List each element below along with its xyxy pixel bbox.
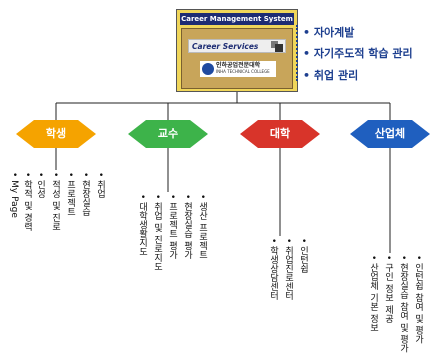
services-label: Career Services	[192, 42, 259, 51]
category-label: 산업체	[374, 127, 406, 140]
diamond-shape	[350, 120, 430, 148]
student-item: • 취업	[95, 172, 105, 199]
services-logo-icon	[271, 41, 283, 52]
college-logo-box: 인하공업전문대학 INHA TECHNICAL COLLEGE	[200, 61, 276, 77]
professor-item: • 생산 프로젝트	[197, 194, 207, 260]
college-name-en: INHA TECHNICAL COLLEGE	[216, 69, 270, 74]
category-label: 대학	[269, 127, 291, 140]
student-item: • 프로젝트	[65, 172, 75, 217]
diamond-shape	[16, 120, 96, 148]
career-system-box: Career Management System Career Services…	[176, 9, 298, 92]
college-item: • 학생상담센터	[268, 238, 278, 301]
industry-item: • 인턴쉽 참여 및 평가	[413, 255, 423, 344]
student-item: • 현장실습	[80, 172, 90, 217]
services-bar: Career Services	[188, 39, 286, 53]
professor-item: • 현장실습 평가	[182, 194, 192, 260]
industry-item: • 산업체 기본 정보	[368, 255, 378, 332]
goal-item: 자아계발	[303, 24, 354, 40]
industry-item: • 구인 정보 제공	[383, 255, 393, 323]
goal-item: 취업 관리	[303, 67, 358, 83]
category-college: 대학	[240, 120, 320, 148]
category-label: 학생	[45, 127, 67, 140]
goals-divider	[296, 25, 298, 81]
college-item: • 인턴쉽	[298, 238, 308, 274]
college-item: • 취업진로센터	[283, 238, 293, 301]
system-inner-panel: Career Services 인하공업전문대학 INHA TECHNICAL …	[181, 28, 293, 89]
industry-item: • 현장실습 참여 및 평가	[398, 255, 408, 353]
student-item: • 인성	[35, 172, 45, 199]
goal-item: 자기주도적 학습 관리	[303, 45, 413, 61]
system-title: Career Management System	[180, 13, 294, 25]
college-emblem-icon	[202, 63, 214, 75]
diamond-shape	[240, 120, 320, 148]
student-item: • My Page	[9, 172, 19, 218]
college-name-ko: 인하공업전문대학	[216, 62, 261, 69]
student-item: • 학적 및 경력	[22, 172, 32, 231]
diamond-shape	[128, 120, 208, 148]
category-professor: 교수	[128, 120, 208, 148]
category-label: 교수	[157, 127, 179, 140]
professor-item: • 취업 및 진로지도	[152, 194, 162, 271]
student-item: • 적성 및 진로	[50, 172, 60, 231]
category-industry: 산업체	[350, 120, 430, 148]
category-student: 학생	[16, 120, 96, 148]
professor-item: • 대학생활지도	[137, 194, 147, 257]
professor-item: • 프로젝트 평가	[167, 194, 177, 260]
list-connectors	[55, 148, 391, 253]
connector-lines	[55, 92, 391, 120]
